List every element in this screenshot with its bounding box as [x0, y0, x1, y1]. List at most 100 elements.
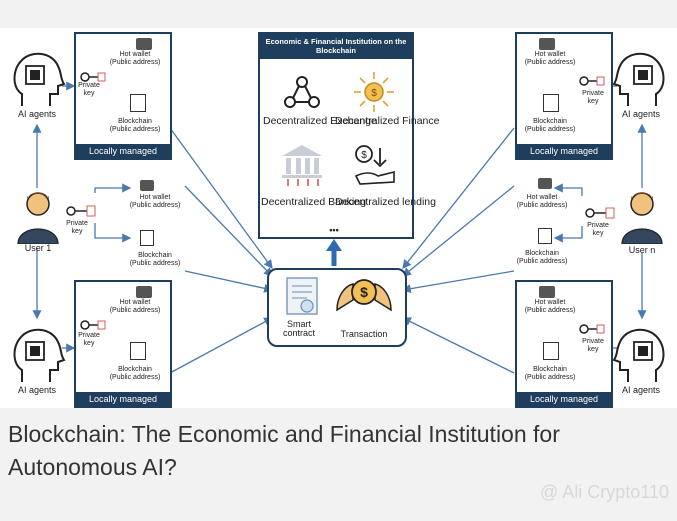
ai-agent-bottom-left: AI agents [8, 324, 66, 400]
blockchain-label: Blockchain [533, 118, 567, 125]
ai-head-icon [13, 328, 66, 382]
ai-agent-top-right: AI agents [612, 48, 672, 124]
hot-wallet-label: Hot wallet [526, 194, 558, 201]
ai-head-icon [612, 328, 665, 382]
bank-building-icon [282, 145, 322, 186]
exchange-network-icon [284, 76, 320, 108]
watermark: @ Ali Crypto110 [540, 482, 669, 502]
svg-text:$: $ [360, 284, 368, 300]
hot-wallet-label: Hot wallet [119, 51, 151, 58]
blockchain-label: Blockchain [525, 250, 559, 257]
ai-agents-label: AI agents [621, 109, 661, 119]
wallet-icon [136, 38, 152, 50]
blockchain-label: Blockchain [533, 366, 567, 373]
institution-item-lending: Decentralized lending [335, 196, 436, 208]
wallet-icon [539, 38, 555, 50]
hot-wallet-label: Hot wallet [119, 299, 151, 306]
blockchain-doc-icon [543, 342, 559, 360]
finance-coin-icon: $ [354, 72, 394, 112]
user-n: User n [618, 188, 666, 260]
key-icon [80, 318, 106, 336]
ai-agents-label: AI agents [621, 385, 661, 395]
ai-head-icon [13, 52, 66, 106]
user-1: User 1 [14, 188, 62, 258]
user-1-label: User 1 [24, 243, 52, 253]
hot-wallet-label: Hot wallet [534, 299, 566, 306]
lending-hand-icon: $ [354, 145, 395, 185]
locally-managed-panel-top-right: Hot wallet (Public address) Private key … [515, 32, 613, 160]
public-address-label: (Public address) [516, 258, 568, 265]
public-address-label: (Public address) [109, 59, 161, 66]
key-label: key [83, 90, 95, 97]
private-label: Private [78, 332, 100, 339]
public-address-label: (Public address) [109, 374, 161, 381]
user-avatar-icon [17, 192, 59, 245]
transaction-coin-hands-icon: $ [336, 279, 392, 312]
institution-title: Economic & Financial Institution on the … [260, 34, 412, 59]
key-label: key [592, 230, 604, 237]
key-icon [66, 204, 96, 223]
transaction-label: Transaction [340, 329, 388, 339]
public-address-label: (Public address) [129, 202, 181, 209]
blockchain-doc-icon [130, 94, 146, 112]
hot-wallet-label: Hot wallet [139, 194, 171, 201]
wallet-icon [539, 286, 555, 298]
locally-managed-panel-bottom-right: Hot wallet (Public address) Private key … [515, 280, 613, 408]
private-label: Private [587, 222, 609, 229]
blockchain-label: Blockchain [138, 252, 172, 259]
institution-item-banking: Decentralized Banking [261, 196, 367, 208]
public-address-label: (Public address) [109, 307, 161, 314]
locally-managed-bar: Locally managed [517, 144, 611, 158]
ai-agent-top-left: AI agents [8, 48, 66, 124]
ai-agents-label: AI agents [17, 385, 57, 395]
caption: Blockchain: The Economic and Financial I… [8, 421, 560, 480]
ai-agent-bottom-right: AI agents [612, 324, 672, 400]
wallet-icon [538, 178, 552, 189]
blockchain-doc-icon [538, 228, 552, 244]
blockchain-label: Blockchain [118, 118, 152, 125]
locally-managed-bar: Locally managed [76, 144, 170, 158]
ai-head-icon [612, 52, 665, 106]
blockchain-doc-icon [140, 230, 154, 246]
key-icon [80, 70, 106, 82]
user-avatar-icon [621, 192, 663, 245]
blockchain-doc-icon [543, 94, 559, 112]
key-label: key [71, 228, 83, 235]
public-address-label: (Public address) [129, 260, 181, 267]
user-n-label: User n [628, 245, 656, 255]
key-icon [579, 74, 605, 92]
key-label: key [587, 346, 599, 353]
public-address-label: (Public address) [524, 374, 576, 381]
center-box: $ Smart contract Transaction [267, 268, 407, 347]
public-address-label: (Public address) [524, 59, 576, 66]
private-label: Private [582, 90, 604, 97]
connector-lines [32, 81, 647, 374]
public-address-label: (Public address) [109, 126, 161, 133]
hot-wallet-label: Hot wallet [534, 51, 566, 58]
key-label: key [83, 340, 95, 347]
institution-box: Economic & Financial Institution on the … [258, 32, 440, 239]
smart-contract-label: Smart contract [282, 319, 315, 339]
key-icon [579, 322, 605, 340]
smart-contract-icon [286, 277, 318, 315]
wallet-icon [140, 180, 154, 191]
blockchain-label: Blockchain [118, 366, 152, 373]
public-address-label: (Public address) [516, 202, 568, 209]
locally-managed-bar: Locally managed [76, 392, 170, 406]
svg-text:$: $ [371, 88, 377, 99]
private-label: Private [582, 338, 604, 345]
public-address-label: (Public address) [524, 126, 576, 133]
svg-text:$: $ [361, 150, 367, 161]
wallet-icon [136, 286, 152, 298]
ellipsis: ••• [329, 225, 339, 235]
locally-managed-bar: Locally managed [517, 392, 611, 406]
private-label: Private [78, 82, 100, 89]
key-label: key [587, 98, 599, 105]
locally-managed-panel-bottom-left: Hot wallet (Public address) Private key … [74, 280, 172, 408]
private-label: Private [66, 220, 88, 227]
locally-managed-panel-top-left: Hot wallet (Public address) Private key … [74, 32, 172, 160]
institution-item-exchange: Decentralized Exchange [263, 115, 377, 127]
ai-agents-label: AI agents [17, 109, 57, 119]
key-icon [585, 206, 615, 225]
institution-item-finance: Decentralized Finance [335, 115, 440, 127]
